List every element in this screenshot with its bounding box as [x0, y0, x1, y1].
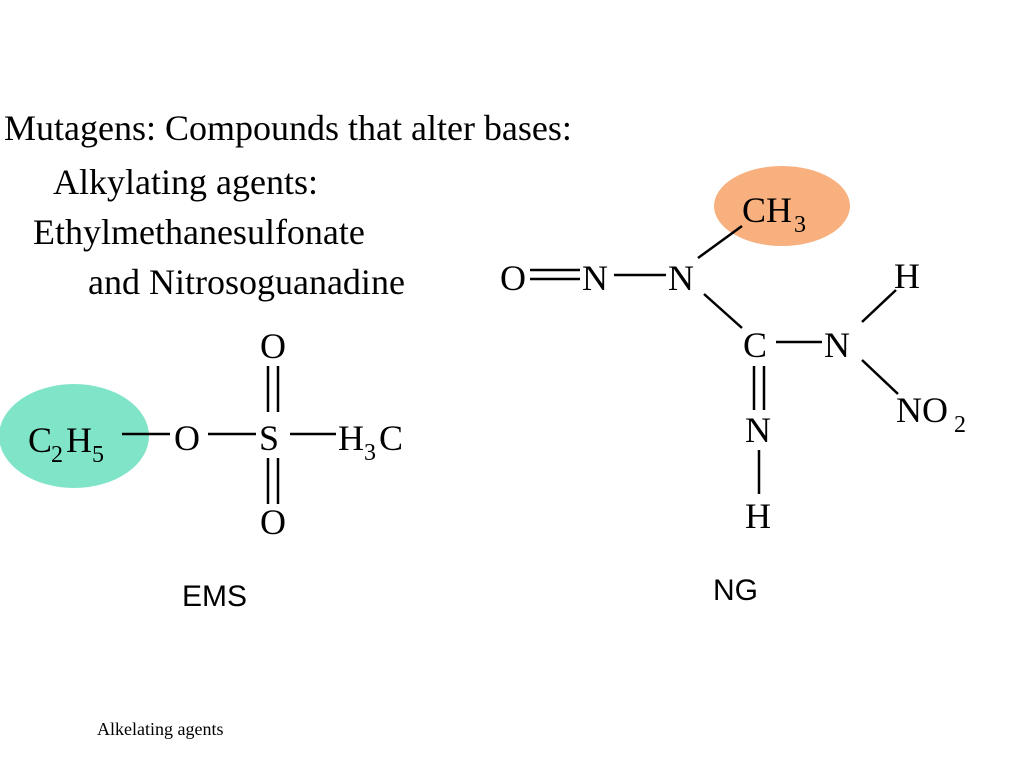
title-line-2: Alkylating agents: [53, 162, 318, 202]
ng-bond-n-h-top [861, 289, 897, 323]
ems-o-top: O [260, 326, 286, 366]
ng-nitro-no: NO [896, 390, 948, 430]
ems-o-bottom: O [260, 502, 286, 542]
ng-n-imine: N [745, 410, 771, 450]
ems-caption: EMS [182, 580, 247, 613]
ems-structure: C 2 H 5 O S H 3 C O O EMS [0, 326, 403, 613]
title-line-1: Mutagens: Compounds that alter bases: [4, 108, 572, 148]
ng-n-methyl: N [668, 258, 694, 298]
ng-structure: CH 3 O N N C N H NO 2 N H NG [500, 166, 966, 607]
ng-caption: NG [713, 574, 758, 607]
ng-methyl-highlight [714, 166, 850, 246]
ng-bond-n-c [703, 293, 743, 329]
ng-h-top: H [894, 256, 920, 296]
ng-n-nitroso: N [582, 258, 608, 298]
ems-methyl-h: H [338, 418, 364, 458]
ng-o-nitroso: O [500, 258, 526, 298]
ems-s: S [259, 418, 279, 458]
ems-ethyl-h: H [66, 420, 92, 460]
ng-bond-n-nitro [861, 359, 899, 395]
ng-methyl-sub-3: 3 [794, 212, 806, 238]
ems-methyl-c: C [379, 418, 403, 458]
ems-o-link: O [174, 418, 200, 458]
ng-nitro-sub-2: 2 [954, 412, 966, 438]
title-line-4: and Nitrosoguanadine [88, 262, 405, 302]
ems-ethyl-sub-2: 2 [51, 442, 63, 468]
ems-ethyl-c: C [28, 420, 52, 460]
ng-n-right: N [824, 325, 850, 365]
ng-bond-n-methyl [697, 224, 743, 260]
footer-caption: Alkelating agents [97, 719, 224, 739]
ng-h-bottom: H [745, 496, 771, 536]
ems-methyl-sub-3: 3 [364, 440, 376, 466]
title-line-3: Ethylmethanesulfonate [33, 212, 365, 252]
ng-methyl-ch: CH [742, 190, 792, 230]
ng-c-center: C [743, 325, 767, 365]
ems-ethyl-sub-5: 5 [92, 442, 104, 468]
ems-ethyl-highlight [0, 384, 149, 488]
